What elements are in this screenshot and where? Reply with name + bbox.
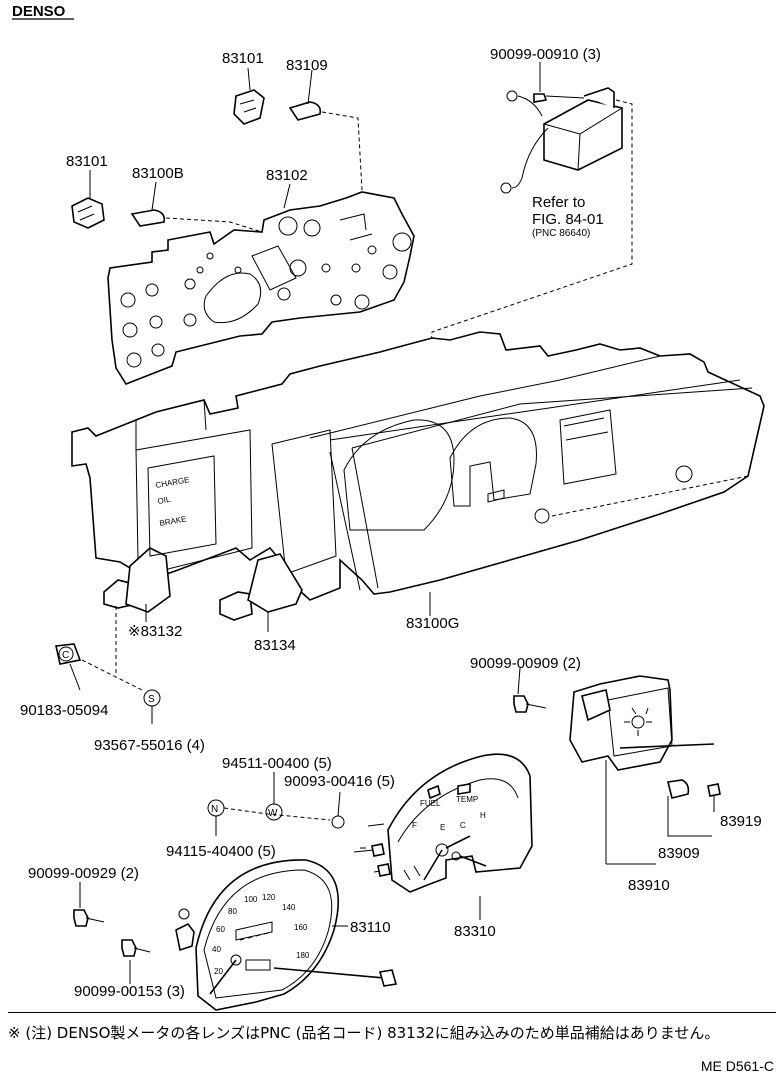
- speedo-160: 160: [294, 923, 308, 932]
- nut-94115: N: [207, 799, 331, 836]
- gauge-fuel-label: FUEL: [420, 799, 441, 808]
- marker-n: N: [211, 804, 218, 815]
- bulb-83109: [288, 69, 363, 191]
- clip-90183: C: [55, 606, 143, 691]
- label-83110: 83110: [350, 919, 391, 936]
- label-90099-00910: 90099-00910 (3): [490, 46, 601, 63]
- gauge-temp-label: TEMP: [456, 795, 478, 804]
- speedo-100: 100: [244, 895, 258, 904]
- speedo-120: 120: [262, 893, 276, 902]
- speedo-40: 40: [212, 945, 221, 954]
- speedo-20: 20: [214, 967, 223, 976]
- label-83100G: 83100G: [406, 615, 459, 632]
- refer-line-3: (PNC 86640): [532, 228, 590, 239]
- footnote: ※ (注) DENSO製メータの各レンズはPNC (品名コード) 83132に組…: [8, 1024, 720, 1042]
- socket-83101-left: [71, 170, 105, 229]
- label-94511-00400: 94511-00400 (5): [222, 755, 332, 772]
- clock-83910: [569, 675, 715, 865]
- bulb-83909: [667, 779, 721, 837]
- marker-s: S: [148, 694, 155, 705]
- speedo-80: 80: [228, 907, 237, 916]
- warning-oil: OIL: [157, 495, 172, 506]
- gauge-f-label: F: [412, 821, 417, 830]
- label-83101-left: 83101: [66, 153, 108, 170]
- label-83909: 83909: [658, 845, 700, 862]
- washer-94511: W: [265, 772, 283, 821]
- screw-90099-00153: [121, 939, 151, 984]
- label-83310: 83310: [454, 923, 496, 940]
- meter-case: [71, 331, 765, 621]
- nut-90093: [331, 791, 345, 829]
- screw-93567: S: [143, 689, 161, 724]
- label-83134: 83134: [254, 637, 296, 654]
- bulb-83100B: [130, 181, 263, 233]
- label-83102: 83102: [266, 167, 308, 184]
- refer-line-1: Refer to: [532, 194, 585, 211]
- gauge-h-label: H: [480, 811, 486, 820]
- speedo-180: 180: [296, 951, 310, 960]
- label-83100B: 83100B: [132, 165, 184, 182]
- screw-90099-00909: [513, 667, 547, 713]
- drawing-code: ME D561-C: [700, 1058, 774, 1074]
- brand-label: DENSO: [12, 3, 66, 20]
- label-90093-00416: 90093-00416 (5): [284, 773, 395, 790]
- label-83132: ※83132: [128, 623, 182, 640]
- speedometer-83110: 20 40 60 80 100 120 140 160 180: [175, 859, 398, 1011]
- footnote-divider: [8, 1012, 776, 1013]
- label-83919: 83919: [720, 813, 762, 830]
- label-83109: 83109: [286, 57, 328, 74]
- circuit-plate-83102: [107, 183, 415, 385]
- label-83101-top: 83101: [222, 50, 264, 67]
- gauge-e-label: E: [440, 823, 445, 832]
- label-93567-55016: 93567-55016 (4): [94, 737, 205, 754]
- label-83910: 83910: [628, 877, 670, 894]
- speedo-140: 140: [282, 903, 296, 912]
- fuel-temp-gauge: FUEL TEMP F E H C: [353, 753, 533, 920]
- marker-w: W: [268, 808, 278, 819]
- label-90099-00153: 90099-00153 (3): [74, 983, 185, 1000]
- resistor-unit: [429, 62, 633, 361]
- marker-c: C: [62, 650, 69, 661]
- screw-90099-00929: [73, 882, 105, 927]
- socket-83101-top: [233, 67, 265, 125]
- refer-line-2: FIG. 84-01: [532, 211, 604, 228]
- label-90099-00909: 90099-00909 (2): [470, 655, 581, 672]
- gauge-c-label: C: [460, 821, 466, 830]
- label-94115-40400: 94115-40400 (5): [166, 843, 276, 860]
- label-90099-00929: 90099-00929 (2): [28, 865, 139, 882]
- label-90183-05094: 90183-05094: [20, 702, 108, 719]
- speedo-60: 60: [216, 925, 225, 934]
